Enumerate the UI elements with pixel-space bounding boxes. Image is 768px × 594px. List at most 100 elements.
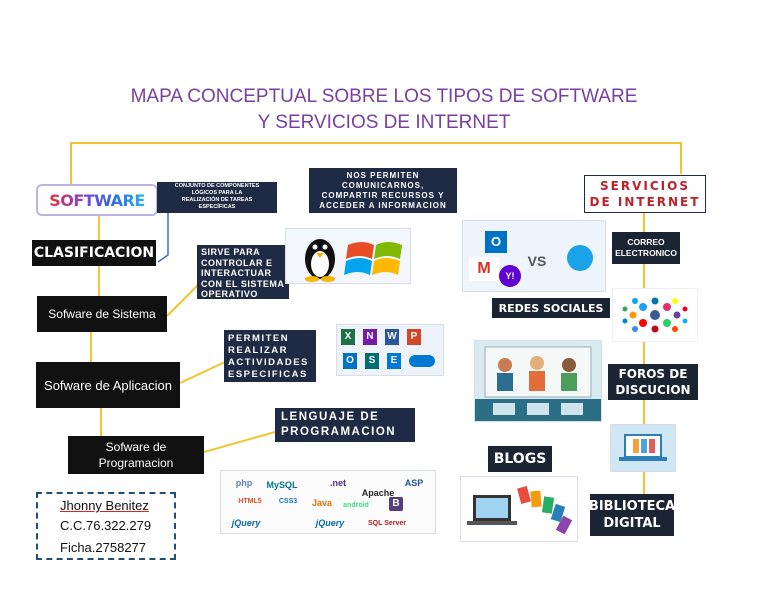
powerpoint-icon: P <box>407 329 421 345</box>
aplicacion-node: Sofware de Aplicacion <box>36 362 180 408</box>
onenote-icon: N <box>363 329 377 345</box>
redes-sociales-label: REDES SOCIALES <box>498 301 604 315</box>
sqlserver-logo: SQL Server <box>367 519 406 527</box>
sistema-label: Sofware de Sistema <box>48 307 156 321</box>
blogs-label: BLOGS <box>493 451 547 467</box>
excel-icon: X <box>341 329 355 345</box>
programacion-note-line-2: PROGRAMACION <box>281 426 397 438</box>
library-image <box>610 424 676 472</box>
aplicacion-note-line-2: REALIZAR <box>228 345 289 356</box>
android-logo: android <box>343 501 369 509</box>
programacion-note-line-1: LENGUAJE DE <box>281 411 380 423</box>
forum-image <box>474 340 602 422</box>
aplicacion-note-line-4: ESPECIFICAS <box>228 369 308 380</box>
programacion-label-1: Sofware de <box>105 440 167 454</box>
aplicacion-note-line-3: ACTIVIDADES <box>228 357 309 368</box>
mail-services-image: O M VS Y! <box>462 220 606 292</box>
sistema-note: SIRVE PARA CONTROLAR E INTERACTUAR CON E… <box>197 245 289 299</box>
java-logo: Java <box>311 498 333 508</box>
definition-line-1: CONJUNTO DE COMPONENTES <box>174 183 260 189</box>
programacion-note-connector <box>203 431 276 453</box>
sistema-to-aplicacion-connector <box>90 332 92 362</box>
aplicacion-note: PERMITEN REALIZAR ACTIVIDADES ESPECIFICA… <box>224 330 316 382</box>
software-definition-note: CONJUNTO DE COMPONENTES LÓGICOS PARA LA … <box>157 182 277 213</box>
servicios-heading-line-2: DE INTERNET <box>589 195 701 209</box>
outlook-icon: O <box>343 353 357 369</box>
blog-image <box>460 476 578 542</box>
library-art <box>619 434 667 461</box>
yahoo-icon: Y! <box>499 265 521 287</box>
definition-line-4: ESPECÍFICAS <box>198 204 236 210</box>
social-icons-art <box>622 297 688 333</box>
linux-windows-image <box>285 228 411 284</box>
php-logo: php <box>235 478 253 488</box>
bootstrap-logo: B <box>389 497 403 511</box>
asp-logo: ASP <box>404 478 424 488</box>
html5-logo: HTML5 <box>238 497 262 505</box>
software-logo-text: SOFTWARE <box>49 190 145 210</box>
sistema-note-line-3: INTERACTUAR <box>201 268 272 278</box>
internet-note-line-4: ACCEDER A INFORMACION <box>319 201 447 210</box>
definition-line-2: LÓGICOS PARA LA <box>191 190 243 196</box>
aplicacion-note-connector <box>179 361 226 384</box>
servicios-heading-line-1: SERVICIOS <box>600 179 690 193</box>
dotnet-logo: .net <box>329 478 346 488</box>
software-logo: SOFTWARE <box>36 184 158 216</box>
author-name: Jhonny Benitez <box>60 498 149 513</box>
mysql-logo: MySQL <box>266 480 298 490</box>
foros-label-1: FOROS DE <box>618 367 688 381</box>
author-box: Jhonny Benitez C.C.76.322.279 Ficha.2758… <box>36 492 176 560</box>
css3-logo: CSS3 <box>278 497 298 505</box>
outlook-mail-icon: O <box>485 231 507 253</box>
jquery-logo-2: jQuery <box>315 518 345 528</box>
sistema-note-line-2: CONTROLAR E <box>201 257 273 268</box>
software-to-clasif-connector <box>98 212 100 240</box>
programacion-node: Sofware de Programacion <box>68 436 204 474</box>
programacion-label-2: Programacion <box>98 456 174 470</box>
sistema-note-line-4: CON EL SISTEMA <box>201 278 285 289</box>
apache-logo: Apache <box>361 488 395 498</box>
correo-label-1: CORREO <box>627 237 665 247</box>
clasificacion-label: CLASIFICACION <box>33 245 155 261</box>
linux-windows-art <box>305 239 402 282</box>
author-cc: C.C.76.322.279 <box>60 518 152 533</box>
biblioteca-label-1: BIBLIOTECA <box>588 499 676 514</box>
sistema-note-line-1: SIRVE PARA <box>201 247 261 257</box>
correo-node: CORREO ELECTRONICO <box>612 232 680 264</box>
clasificacion-node: CLASIFICACION <box>32 240 156 266</box>
sistema-note-line-5: OPERATIVO <box>201 289 258 299</box>
social-icons-image <box>612 288 698 342</box>
servicios-internet-heading: SERVICIOS DE INTERNET <box>584 175 706 213</box>
sistema-node: Sofware de Sistema <box>37 296 167 332</box>
map-title-line1: MAPA CONCEPTUAL SOBRE LOS TIPOS DE SOFTW… <box>130 86 638 107</box>
blue-arrow-connector <box>157 205 169 263</box>
clasif-to-sistema-connector <box>98 266 100 296</box>
programacion-note: LENGUAJE DE PROGRAMACION <box>275 408 415 442</box>
internet-note-line-1: NOS PERMITEN <box>346 171 420 180</box>
blog-art <box>467 485 573 535</box>
office-logos-image: X N W P O S E <box>336 324 444 376</box>
exchange-icon: E <box>387 353 401 369</box>
map-title-line2: Y SERVICIOS DE INTERNET <box>257 112 511 133</box>
aplicacion-label: Sofware de Aplicacion <box>44 377 172 393</box>
programming-logos-image: php MySQL .net Apache ASP HTML5 CSS3 Jav… <box>220 470 436 534</box>
aplicacion-note-line-1: PERMITEN <box>228 333 290 344</box>
redes-sociales-node: REDES SOCIALES <box>492 298 610 318</box>
left-down-connector <box>70 142 72 184</box>
forum-art <box>475 346 601 421</box>
internet-vertical-connector <box>643 212 645 512</box>
jquery-logo-1: jQuery <box>231 518 261 528</box>
internet-note: NOS PERMITEN COMUNICARNOS, COMPARTIR REC… <box>309 168 457 213</box>
onedrive-icon <box>409 355 435 367</box>
author-ficha: Ficha.2758277 <box>60 540 147 555</box>
definition-line-3: REALIZACIÓN DE TAREAS <box>181 197 253 203</box>
foros-label-2: DISCUCION <box>615 383 691 397</box>
biblioteca-node: BIBLIOTECA DIGITAL <box>588 494 676 536</box>
top-connector <box>70 142 682 144</box>
biblioteca-label-2: DIGITAL <box>603 516 661 531</box>
sharepoint-icon: S <box>365 353 379 369</box>
right-down-connector <box>680 142 682 174</box>
blogs-node: BLOGS <box>488 446 552 472</box>
internet-note-line-3: COMPARTIR RECURSOS Y <box>321 191 445 200</box>
correo-label-2: ELECTRONICO <box>615 248 677 258</box>
